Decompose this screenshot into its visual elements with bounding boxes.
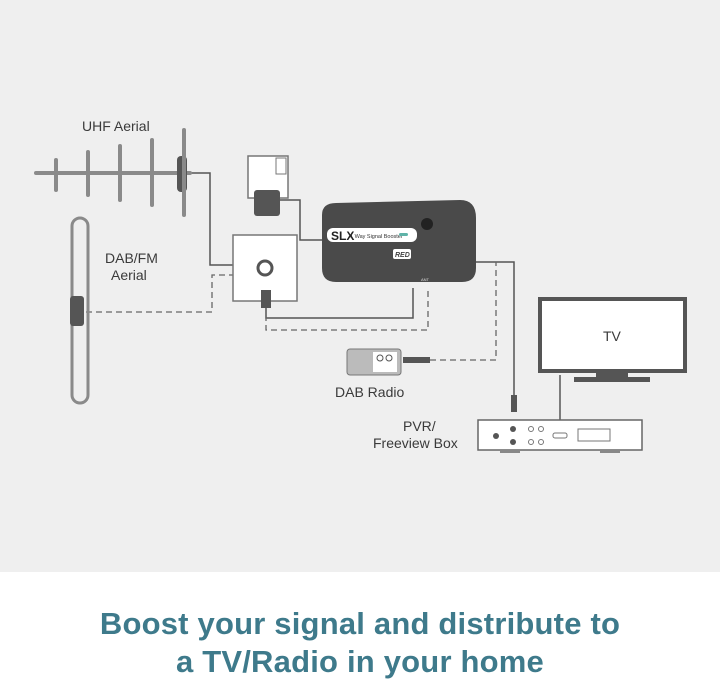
- dab-radio-icon: [346, 348, 430, 376]
- pvr-cable: [476, 261, 515, 395]
- booster-model: 1 Way Signal Booster: [350, 234, 403, 240]
- dab-fm-aerial-icon: [70, 216, 90, 405]
- aerial-wall-plate-icon: [232, 234, 298, 308]
- dab-fm-label-line1: DAB/FM: [105, 250, 158, 266]
- dashed-cables: [86, 262, 497, 361]
- booster-badge: RED: [395, 252, 410, 259]
- tv-label: TV: [603, 328, 622, 344]
- connection-diagram: SLX 1 Way Signal Booster RED ANT UHF Aer…: [0, 0, 720, 572]
- dab-radio-label: DAB Radio: [335, 384, 404, 400]
- pvr-box-icon: [477, 395, 643, 453]
- booster-port-label: ANT: [421, 277, 430, 282]
- wallplate-booster-cable: [265, 288, 414, 319]
- caption-line2: a TV/Radio in your home: [175, 644, 545, 679]
- dab-fm-label-line2: Aerial: [111, 267, 147, 283]
- caption-line1: Boost your signal and distribute to: [99, 606, 621, 641]
- uhf-aerial-label: UHF Aerial: [82, 118, 150, 134]
- tv-icon: [538, 297, 687, 382]
- mains-socket-icon: [247, 155, 289, 216]
- pvr-label-line1: PVR/: [403, 418, 436, 434]
- uhf-cable: [190, 172, 233, 266]
- booster-brand: SLX: [331, 229, 354, 243]
- signal-booster-device: SLX 1 Way Signal Booster RED ANT: [322, 200, 476, 282]
- uhf-aerial-icon: [34, 128, 192, 217]
- pvr-label-line2: Freeview Box: [373, 435, 458, 451]
